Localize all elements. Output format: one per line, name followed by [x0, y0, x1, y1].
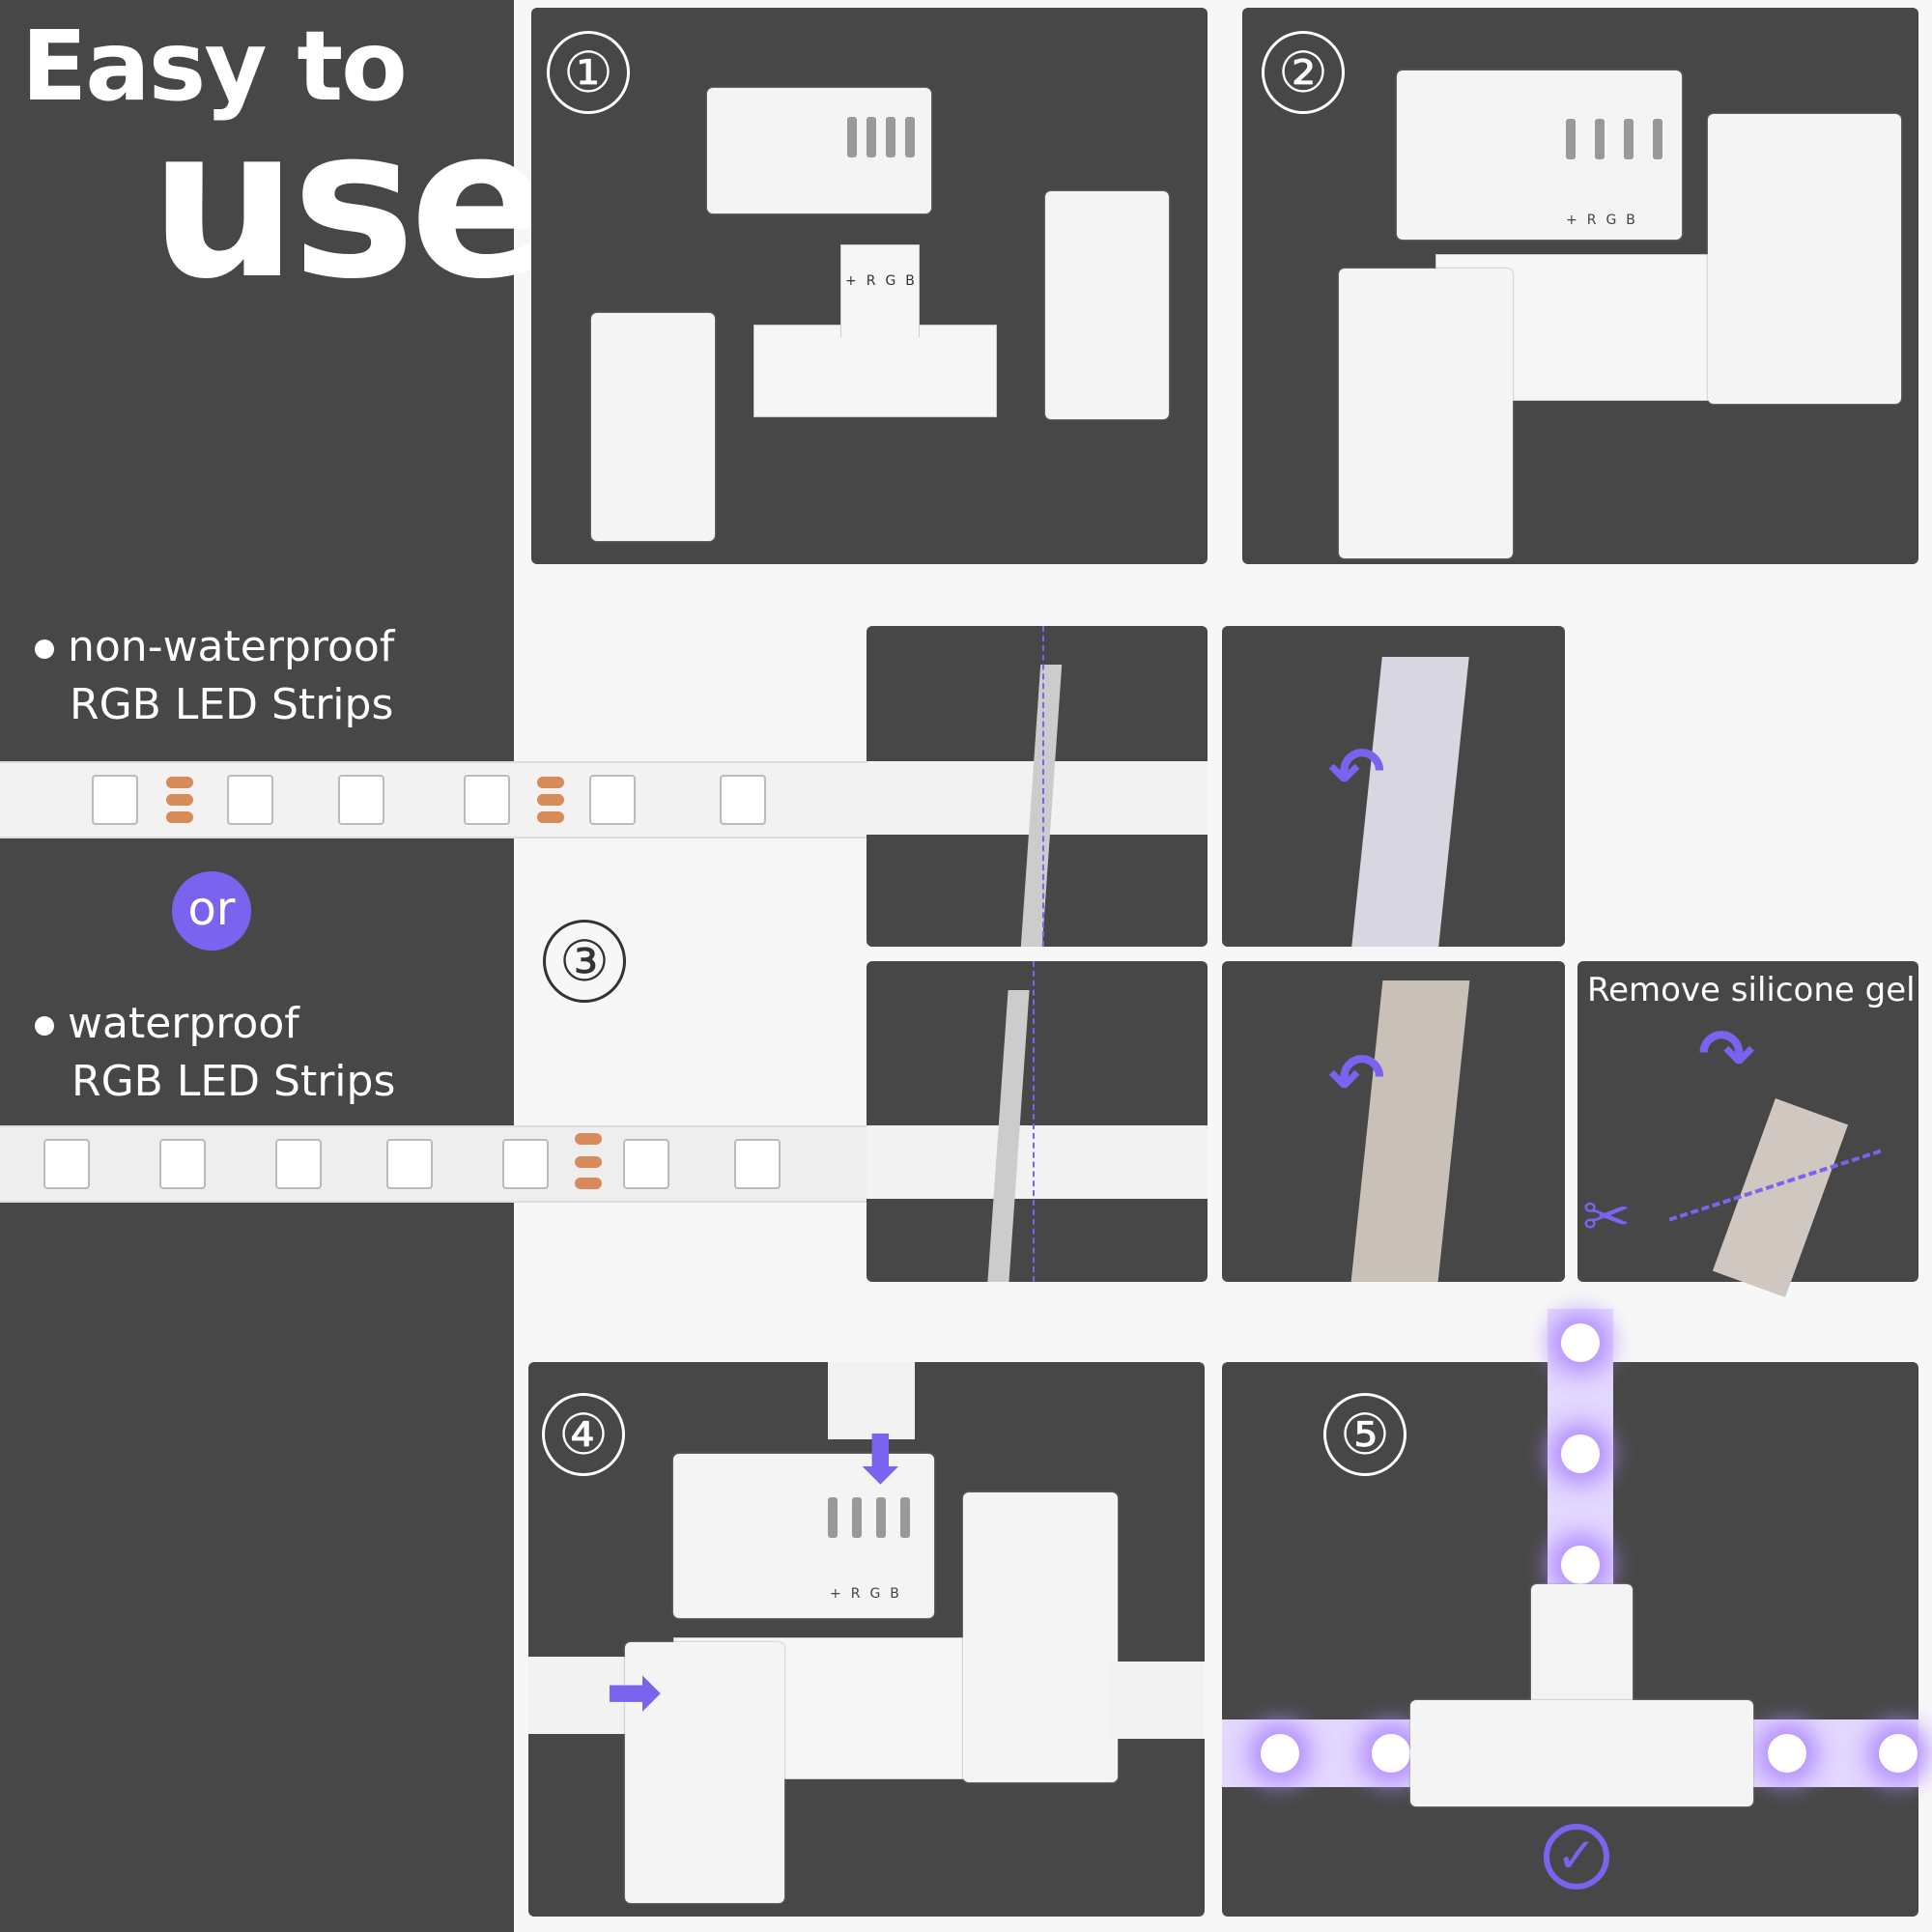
step-3-peel-tape-image: ↶ [1222, 626, 1565, 947]
step-2-panel: ② +RGB [1242, 8, 1918, 564]
option-non-waterproof: non-waterproof RGB LED Strips [35, 618, 394, 734]
or-badge: or [172, 871, 251, 951]
pin-labels: +RGB [830, 1586, 909, 1602]
strip-end-image [528, 1657, 635, 1734]
curved-arrow-icon: ↶ [1328, 732, 1385, 811]
option-label: waterproof [68, 999, 299, 1048]
strip-end-image [1108, 1662, 1205, 1739]
step-3-cut-waterproof-strip-image [867, 961, 1208, 1282]
step-3-cut-strip-image [867, 626, 1208, 947]
connector-clip-image [1339, 269, 1513, 558]
option-waterproof: waterproof RGB LED Strips [35, 995, 395, 1111]
title-line-1: Easy to [21, 10, 408, 123]
step-number: ① [547, 31, 630, 114]
step-number: ④ [542, 1393, 625, 1476]
remove-gel-caption: Remove silicone gel [1587, 971, 1916, 1009]
connector-clip-image [1708, 114, 1901, 404]
bullet-icon [35, 639, 54, 659]
step-5-panel: ⑤ ✓ [1222, 1309, 1918, 1917]
connector-clip-image [673, 1454, 934, 1618]
check-circle-icon: ✓ [1544, 1824, 1609, 1889]
t-connector-pcb-stem [840, 244, 920, 337]
step-3-remove-gel-image: ↷ ✂ [1577, 961, 1918, 1297]
curved-arrow-icon: ↷ [1698, 1014, 1755, 1094]
connector-clip-image [707, 88, 931, 213]
step-number: ⑤ [1323, 1393, 1406, 1476]
arrow-down-icon: ⬇ [852, 1420, 909, 1499]
option-label: non-waterproof [68, 622, 395, 671]
t-connector-pcb-image [753, 325, 997, 417]
connector-clip-image [1397, 71, 1682, 240]
connector-clip-image [1045, 191, 1169, 419]
step-4-panel: ④ +RGB ⬇ ➡ [528, 1362, 1205, 1917]
strip-end-image [828, 1362, 915, 1439]
curved-arrow-icon: ↶ [1328, 1038, 1385, 1118]
left-panel [0, 0, 514, 1932]
t-connector-image [1410, 1700, 1753, 1806]
step-1-panel: ① +RGB [531, 8, 1208, 564]
step-3-peel-waterproof-tape-image: ↶ [1222, 961, 1565, 1282]
bullet-icon [35, 1016, 54, 1036]
option-sublabel: RGB LED Strips [70, 680, 394, 729]
title-line-2: use [150, 82, 551, 325]
connector-clip-image [963, 1492, 1118, 1782]
arrow-right-icon: ➡ [606, 1652, 663, 1731]
connector-clip-image [591, 313, 715, 541]
step-3-number: ③ [543, 920, 626, 1003]
pin-labels: +RGB [845, 273, 924, 289]
lit-strip-vertical-image [1548, 1309, 1613, 1599]
option-sublabel: RGB LED Strips [71, 1057, 396, 1106]
scissors-icon: ✂ [1582, 1183, 1632, 1251]
step-number: ② [1262, 31, 1345, 114]
connector-clip-image [1531, 1584, 1633, 1710]
connector-clip-image [625, 1642, 784, 1903]
pin-labels: +RGB [1566, 213, 1645, 228]
